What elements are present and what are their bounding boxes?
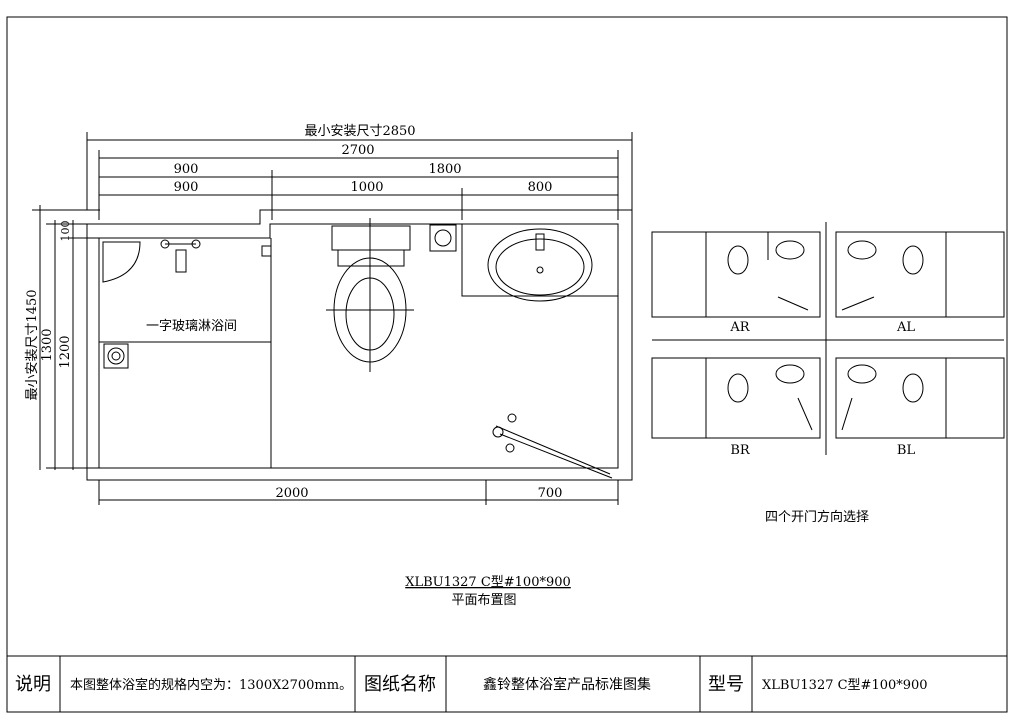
variant-label-al: AL <box>896 320 915 335</box>
dim-min-install-height: 最小安装尺寸1450 <box>25 289 40 400</box>
dim-right-1800: 1800 <box>428 162 461 177</box>
plan-subtitle: 平面布置图 <box>451 593 516 608</box>
dim-min-install-width: 最小安装尺寸2850 <box>304 124 415 139</box>
main-plan <box>32 132 633 505</box>
title-note-label: 说明 <box>15 674 51 695</box>
variants-caption: 四个开门方向选择 <box>765 509 869 525</box>
shower-label: 一字玻璃淋浴间 <box>146 319 237 334</box>
title-drawing-name-label: 图纸名称 <box>364 674 436 695</box>
title-model-value: XLBU1327 C型#100*900 <box>762 678 928 693</box>
variant-br <box>651 357 821 439</box>
variant-label-ar: AR <box>729 320 750 335</box>
variant-label-br: BR <box>730 443 751 458</box>
dim-bottom-700: 700 <box>538 486 563 501</box>
dim-left-900-a: 900 <box>174 162 199 177</box>
title-block <box>7 655 1007 712</box>
dim-bottom-2000: 2000 <box>275 486 308 501</box>
dim-left-900-b: 900 <box>174 180 199 195</box>
variant-ar <box>651 231 821 318</box>
plan-model: XLBU1327 C型#100*900 <box>405 575 571 590</box>
dim-total: 2700 <box>341 143 374 158</box>
dim-right-800: 800 <box>528 180 553 195</box>
dim-mid-1000: 1000 <box>350 180 383 195</box>
title-drawing-name: 鑫铃整体浴室产品标准图集 <box>483 676 651 693</box>
sheet-border <box>6 16 1008 713</box>
variant-label-bl: BL <box>897 443 916 458</box>
title-note-text: 本图整体浴室的规格内空为：1300X2700mm。 <box>70 677 352 693</box>
variant-bl <box>835 357 1005 439</box>
dim-h-1200: 1200 <box>58 335 73 368</box>
variant-al <box>835 231 1005 318</box>
dim-h-100: 100 <box>59 221 72 242</box>
title-model-label: 型号 <box>708 674 744 695</box>
dim-h-1300: 1300 <box>40 328 55 361</box>
